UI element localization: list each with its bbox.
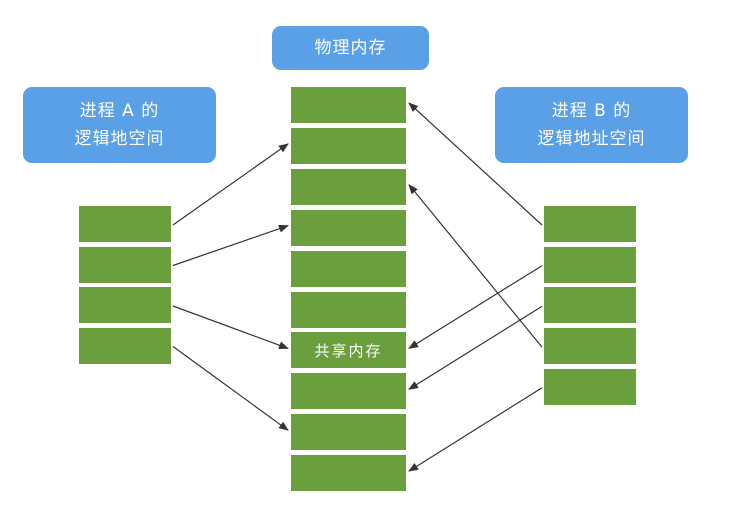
shared-memory-label: 共享内存 bbox=[314, 341, 383, 360]
arrow-b-1 bbox=[408, 265, 543, 349]
process-b-label: 进程 B 的 逻辑地址空间 bbox=[495, 87, 688, 163]
arrow-a-3 bbox=[172, 346, 289, 431]
physical-block-6: 共享内存 bbox=[291, 332, 406, 369]
process-b-label-line2: 逻辑地址空间 bbox=[537, 129, 646, 149]
physical-block-4 bbox=[291, 250, 406, 287]
physical-block-9 bbox=[291, 455, 406, 492]
process-a-block-2 bbox=[79, 287, 171, 323]
physical-memory-label-text: 物理内存 bbox=[314, 38, 387, 58]
arrow-b-0 bbox=[408, 102, 543, 226]
arrow-b-4 bbox=[408, 387, 543, 472]
arrow-b-2 bbox=[408, 305, 543, 390]
arrow-a-2 bbox=[172, 305, 289, 350]
process-b-block-4 bbox=[544, 368, 636, 405]
physical-block-5 bbox=[291, 291, 406, 328]
physical-block-7 bbox=[291, 373, 406, 410]
arrow-b-3 bbox=[408, 184, 543, 348]
arrow-a-0 bbox=[172, 143, 289, 226]
process-a-label: 进程 A 的 逻辑地空间 bbox=[23, 87, 216, 163]
physical-block-0 bbox=[291, 87, 406, 123]
process-a-block-3 bbox=[79, 327, 171, 364]
physical-block-2 bbox=[291, 168, 406, 205]
physical-block-3 bbox=[291, 209, 406, 246]
process-a-label-line2: 逻辑地空间 bbox=[74, 129, 165, 149]
process-b-block-3 bbox=[544, 328, 636, 365]
process-a-block-0 bbox=[79, 206, 171, 242]
physical-block-8 bbox=[291, 414, 406, 451]
process-b-label-line1: 进程 B 的 bbox=[551, 101, 632, 121]
process-a-block-1 bbox=[79, 246, 171, 283]
process-b-block-0 bbox=[544, 206, 636, 242]
arrow-a-1 bbox=[172, 224, 289, 267]
process-a-label-line1: 进程 A 的 bbox=[79, 101, 160, 121]
process-b-block-2 bbox=[544, 287, 636, 324]
physical-block-1 bbox=[291, 127, 406, 164]
physical-memory-label: 物理内存 bbox=[272, 26, 429, 70]
process-b-block-1 bbox=[544, 246, 636, 283]
